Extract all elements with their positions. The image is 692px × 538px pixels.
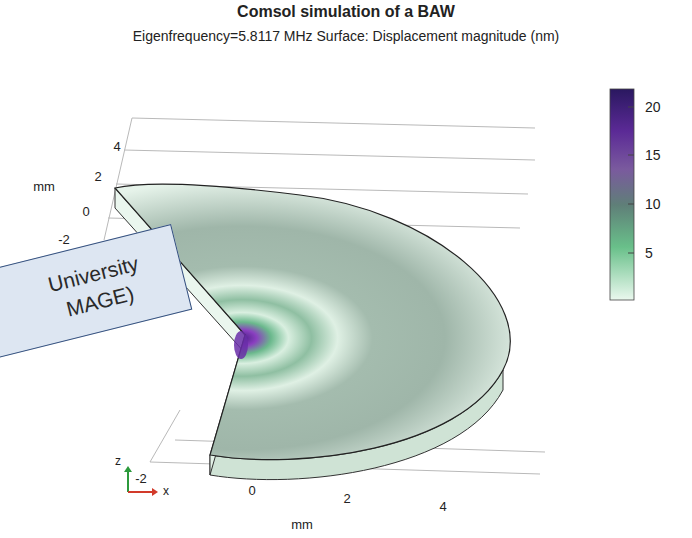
callout-text: University MAGE)	[25, 244, 168, 331]
colorbar-tick: 15	[645, 147, 661, 163]
axis-tick: 0	[82, 205, 89, 220]
axis-tick: 4	[439, 500, 446, 515]
colorbar-tick: 5	[645, 245, 653, 261]
colorbar-tick: 10	[645, 196, 661, 212]
colorbar-tick: 20	[645, 99, 661, 115]
axis-unit: mm	[33, 180, 55, 195]
triad-label: z	[115, 455, 121, 469]
axis-tick: 4	[113, 140, 120, 155]
axis-tick: 2	[343, 492, 350, 507]
axis-tick: 2	[94, 170, 101, 185]
triad-label: x	[163, 485, 169, 499]
plot-title: Comsol simulation of a BAW	[237, 3, 455, 21]
plot-subtitle: Eigenfrequency=5.8117 MHz Surface: Displ…	[133, 28, 560, 44]
axis-tick: -2	[58, 233, 70, 248]
watermark-callout: University MAGE)	[0, 224, 192, 364]
axis-tick: 0	[248, 484, 255, 499]
axis-tick: -2	[135, 472, 147, 487]
axis-unit: mm	[291, 518, 313, 533]
